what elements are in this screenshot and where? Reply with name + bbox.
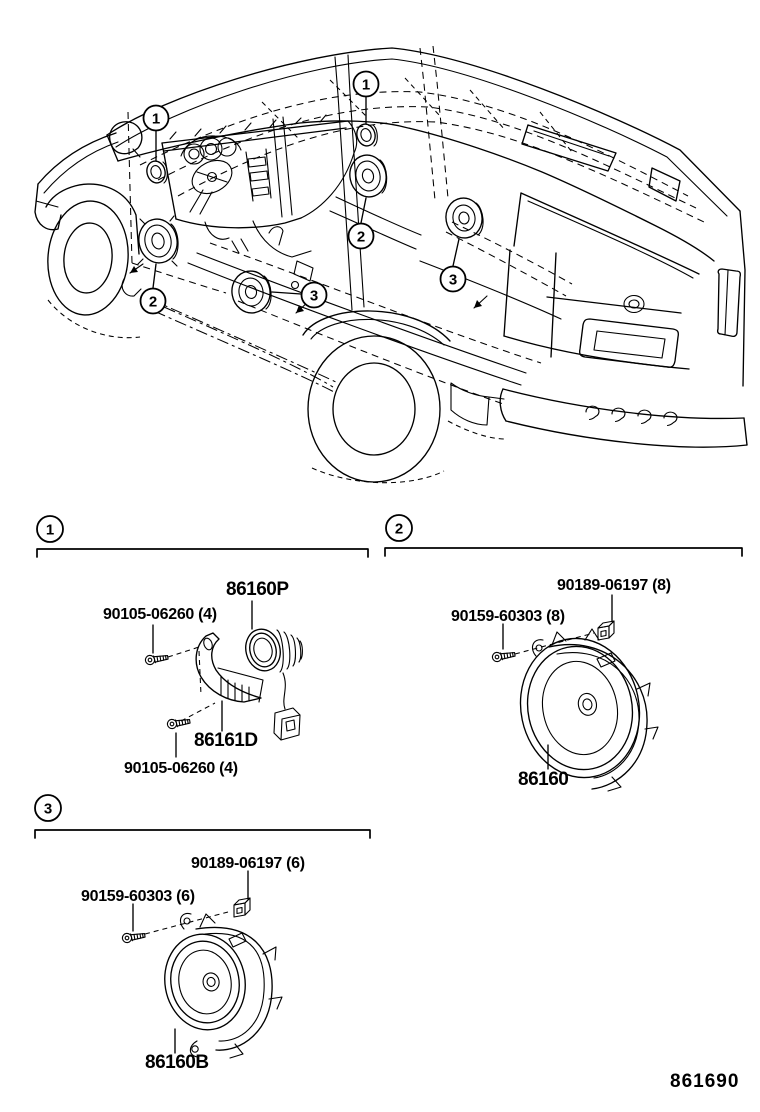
section-2-detail [384,547,743,792]
callout-badge-3-right[interactable]: 3 [439,265,467,293]
section-3-header-badge[interactable]: 3 [34,794,62,822]
section-2-header-badge[interactable]: 2 [385,514,413,542]
callout-badge-2-right[interactable]: 2 [347,222,375,250]
taillight-art [716,268,742,338]
part-number-86160[interactable]: 86160 [518,769,569,790]
part-number-86160P[interactable]: 86160P [226,579,289,600]
section-1-header-badge[interactable]: 1 [36,515,64,543]
part-number-90105-06260-lower[interactable]: 90105-06260 (4) [124,760,238,777]
part-number-86161D[interactable]: 86161D [194,730,258,751]
callout-badge-1-left[interactable]: 1 [142,104,170,132]
callout-number: 2 [149,294,157,311]
rear-door-speaker-left-art [231,270,272,314]
callout-badge-1-right[interactable]: 1 [352,70,380,98]
clip-nut-icon [233,897,251,918]
callout-number: 3 [449,272,457,289]
connector-art [273,707,301,741]
callout-badge-3-left[interactable]: 3 [300,281,328,309]
callout-number: 1 [152,111,160,128]
part-number-90105-06260-upper[interactable]: 90105-06260 (4) [103,606,217,623]
figure-code: 861690 [670,1071,740,1092]
quarter-speaker-right-art [445,197,484,239]
speaker-86160B-art [164,912,283,1059]
section-3-bracket [34,829,371,839]
section-3-detail [34,829,371,1059]
section-2-bracket [384,547,743,557]
license-plate-art [578,294,680,368]
screw-icon [121,930,147,944]
callout-number: 2 [357,229,365,246]
part-number-86160B[interactable]: 86160B [145,1052,209,1073]
screw-icon [166,716,192,730]
front-door-speaker-left-art [137,215,179,267]
side-mirror-art [109,121,143,158]
location-arrow [129,263,488,314]
callout-badge-2-left[interactable]: 2 [139,287,167,315]
callout-number: 1 [362,77,370,94]
callout-number: 3 [310,288,318,305]
front-door-speaker-right-art [349,154,388,198]
part-number-90159-60303-s3[interactable]: 90159-60303 (6) [81,888,195,905]
dash-tweeter-left-art [146,160,168,184]
rear-wheel-art [302,310,451,484]
part-number-90159-60303-s2[interactable]: 90159-60303 (8) [451,608,565,625]
vehicle-cutaway-illustration [34,45,748,484]
section-number: 3 [44,801,52,818]
section-1-detail [36,548,369,758]
section-number: 1 [46,522,54,539]
part-number-90189-06197-s2[interactable]: 90189-06197 (8) [557,577,671,594]
front-wheel-art [47,200,141,339]
dash-tweeter-right-art [356,123,378,147]
rear-bumper-art [499,388,748,448]
screw-icon [491,649,517,663]
speaker-86160-art [519,628,659,792]
dashboard-art [161,114,358,258]
screw-icon [144,652,170,666]
section-number: 2 [395,521,403,538]
tweeter-86160P-art [245,628,303,741]
part-number-90189-06197-s3[interactable]: 90189-06197 (6) [191,855,305,872]
section-1-bracket [36,548,369,558]
clip-nut-icon [597,620,615,641]
bracket-86161D-art [195,632,264,703]
